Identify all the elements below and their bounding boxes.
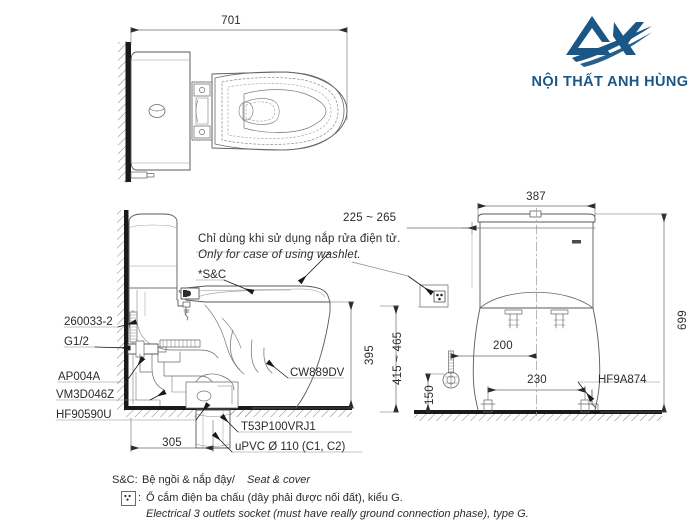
callout-angle-valve: AP004A [58, 371, 101, 383]
top-view-group [118, 26, 348, 183]
dim-supply-height-range: 225 ~ 265 [343, 212, 397, 224]
side-view-leaders [55, 251, 363, 453]
dim-rough-in: 305 [162, 437, 182, 449]
legend-socket-vi: Ổ cắm điện ba chấu (dây phải được nối đấ… [146, 492, 403, 504]
callout-drain-pipe: uPVC Ø 110 (C1, C2) [235, 441, 346, 453]
callout-floor-flange: HF90590U [56, 409, 112, 421]
dim-tank-width: 387 [526, 191, 546, 203]
callout-washlet-note-en: Only for case of using washlet. [198, 249, 361, 261]
callout-thread-size: G1/2 [64, 336, 89, 348]
legend-sc-vi: Bệ ngồi & nắp đậy/ [142, 474, 235, 486]
callout-pan-model: CW889DV [290, 367, 345, 379]
brand-logo: NỘI THẤT ANH HÙNG [524, 14, 696, 100]
legend-sc-prefix: S&C: [112, 474, 138, 486]
callout-washlet-note-vi: Chỉ dùng khi sử dụng nắp rửa điện tử. [198, 233, 401, 245]
electrical-socket-icon [121, 491, 136, 506]
callout-supply-hose: 260033-2 [64, 316, 113, 328]
legend-socket-en: Electrical 3 outlets socket (must have r… [146, 508, 529, 520]
dim-overall-length: 701 [221, 15, 241, 27]
callout-flexible-hose: HF9A874 [598, 374, 647, 386]
dim-overall-height: 699 [677, 310, 689, 330]
callout-seat-cover: *S&C [198, 269, 227, 281]
dim-valve-offset: 200 [493, 340, 513, 352]
legend-block: S&C: Bệ ngồi & nắp đậy/ Seat & cover : Ổ… [112, 474, 582, 523]
legend-socket-colon: : [138, 492, 142, 504]
dim-socket-height-range: 415 ~ 465 [392, 331, 404, 385]
dim-seat-height: 395 [364, 345, 376, 365]
dim-valve-height: 150 [424, 385, 436, 405]
ah-monogram-icon [566, 16, 652, 67]
front-view-group [351, 202, 668, 421]
brand-name: NỘI THẤT ANH HÙNG [531, 74, 689, 90]
legend-sc-en: Seat & cover [247, 474, 310, 486]
callout-flexible-connector: VM3D046Z [56, 389, 115, 401]
side-view-group [117, 210, 355, 453]
callout-trap-adapter: T53P100VRJ1 [241, 421, 316, 433]
dim-bolt-spacing: 230 [527, 374, 547, 386]
